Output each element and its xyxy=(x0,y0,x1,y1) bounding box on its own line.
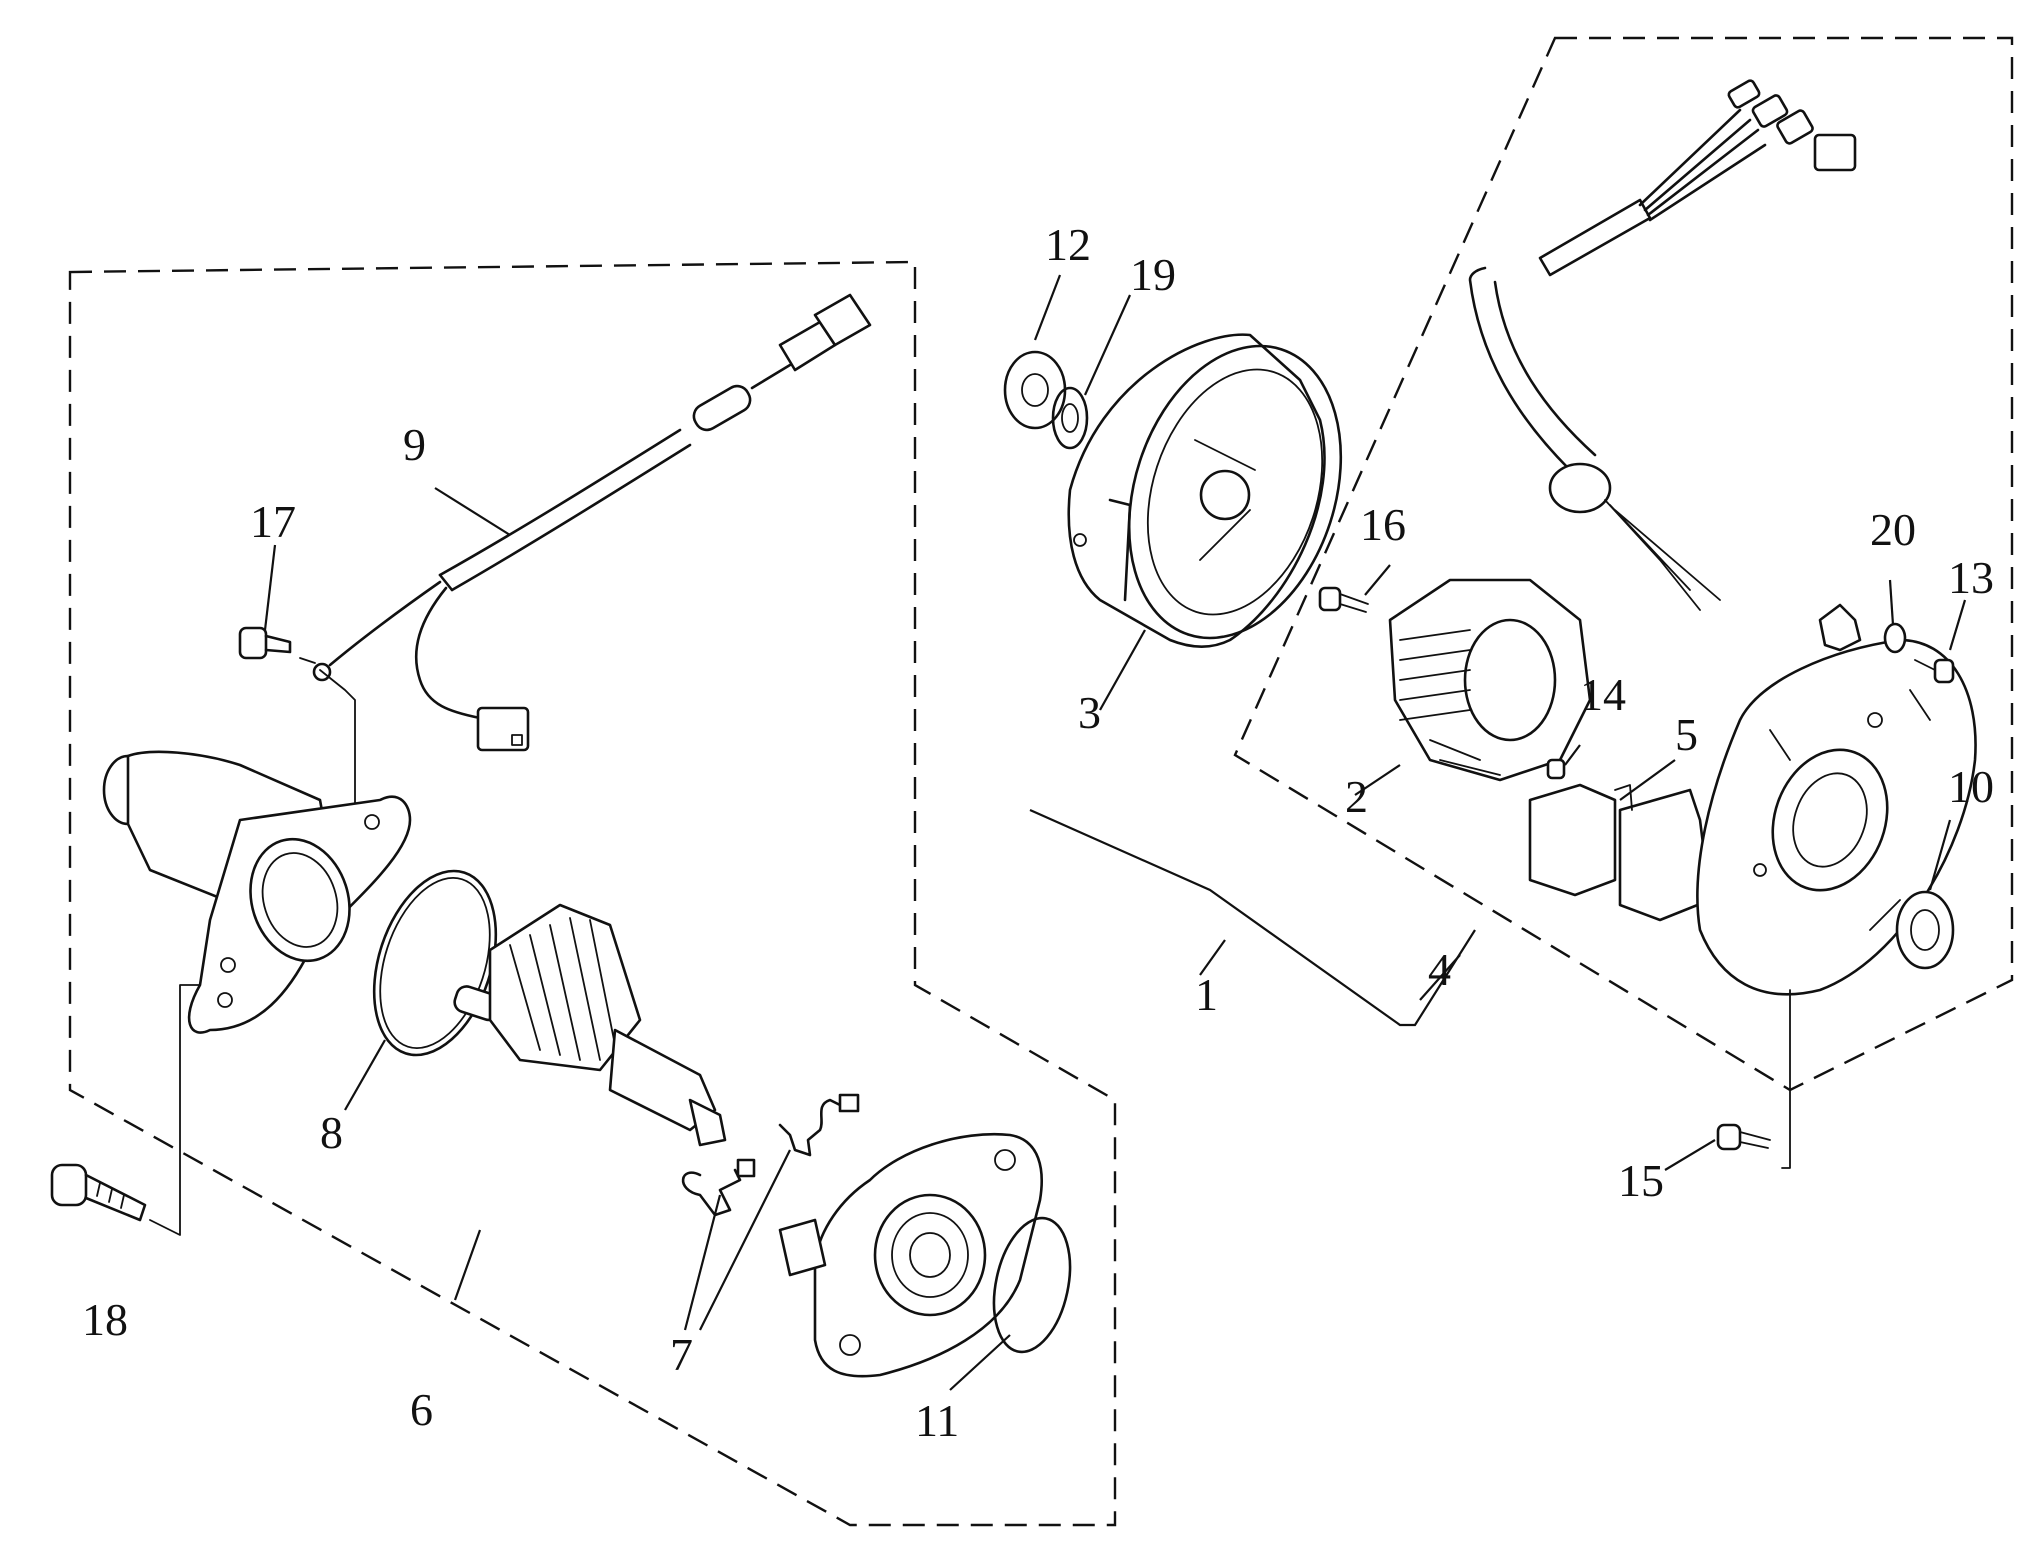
o-ring-11 xyxy=(992,1216,1072,1354)
washer-19 xyxy=(1051,386,1089,450)
oil-seal-10 xyxy=(1895,890,1955,970)
label-10: 10 xyxy=(1948,761,1994,812)
pickup-coil xyxy=(1528,783,1712,922)
stator-coil xyxy=(1388,578,1592,782)
label-16: 16 xyxy=(1360,499,1406,550)
stator-group-boundary xyxy=(1233,36,2014,1092)
label-18: 18 xyxy=(82,1294,128,1345)
washer-20 xyxy=(1883,622,1907,654)
label-13: 13 xyxy=(1948,552,1994,603)
screw-14 xyxy=(1546,758,1566,780)
starter-motor-assembly xyxy=(50,260,1117,1527)
stator-wire-harness xyxy=(1468,79,1857,611)
screw-15 xyxy=(1716,989,1791,1169)
label-4: 4 xyxy=(1428,944,1451,995)
alternator-assembly xyxy=(1003,36,2014,1171)
starter-end-cover xyxy=(778,1132,1043,1378)
label-1: 1 xyxy=(1195,969,1218,1020)
starter-group-boundary xyxy=(68,260,1117,1527)
label-2: 2 xyxy=(1345,771,1368,822)
label-6: 6 xyxy=(410,1384,433,1435)
screw-13 xyxy=(1914,658,1955,684)
label-15: 15 xyxy=(1618,1155,1664,1206)
label-5: 5 xyxy=(1675,709,1698,760)
label-3: 3 xyxy=(1078,687,1101,738)
flywheel xyxy=(1067,333,1343,649)
label-8: 8 xyxy=(320,1107,343,1158)
label-9: 9 xyxy=(403,419,426,470)
brush-set-7 xyxy=(681,1093,860,1217)
screw-18 xyxy=(50,984,201,1236)
label-20: 20 xyxy=(1870,504,1916,555)
screw-16 xyxy=(1318,586,1369,613)
flywheel-nut xyxy=(1003,350,1067,430)
label-19: 19 xyxy=(1130,249,1176,300)
label-7: 7 xyxy=(670,1329,693,1380)
starter-wire-harness xyxy=(312,293,872,752)
o-ring-8 xyxy=(372,869,498,1057)
clamp-20 xyxy=(1818,603,1862,652)
screw-17 xyxy=(238,626,356,881)
label-14: 14 xyxy=(1580,669,1626,720)
label-11: 11 xyxy=(915,1395,959,1446)
armature xyxy=(453,903,727,1147)
part-number-labels: 1 2 3 4 5 6 7 8 9 10 11 12 13 14 15 16 1… xyxy=(82,219,1994,1446)
label-17: 17 xyxy=(250,496,296,547)
label-12: 12 xyxy=(1045,219,1091,270)
starter-motor-housing xyxy=(102,750,412,1034)
